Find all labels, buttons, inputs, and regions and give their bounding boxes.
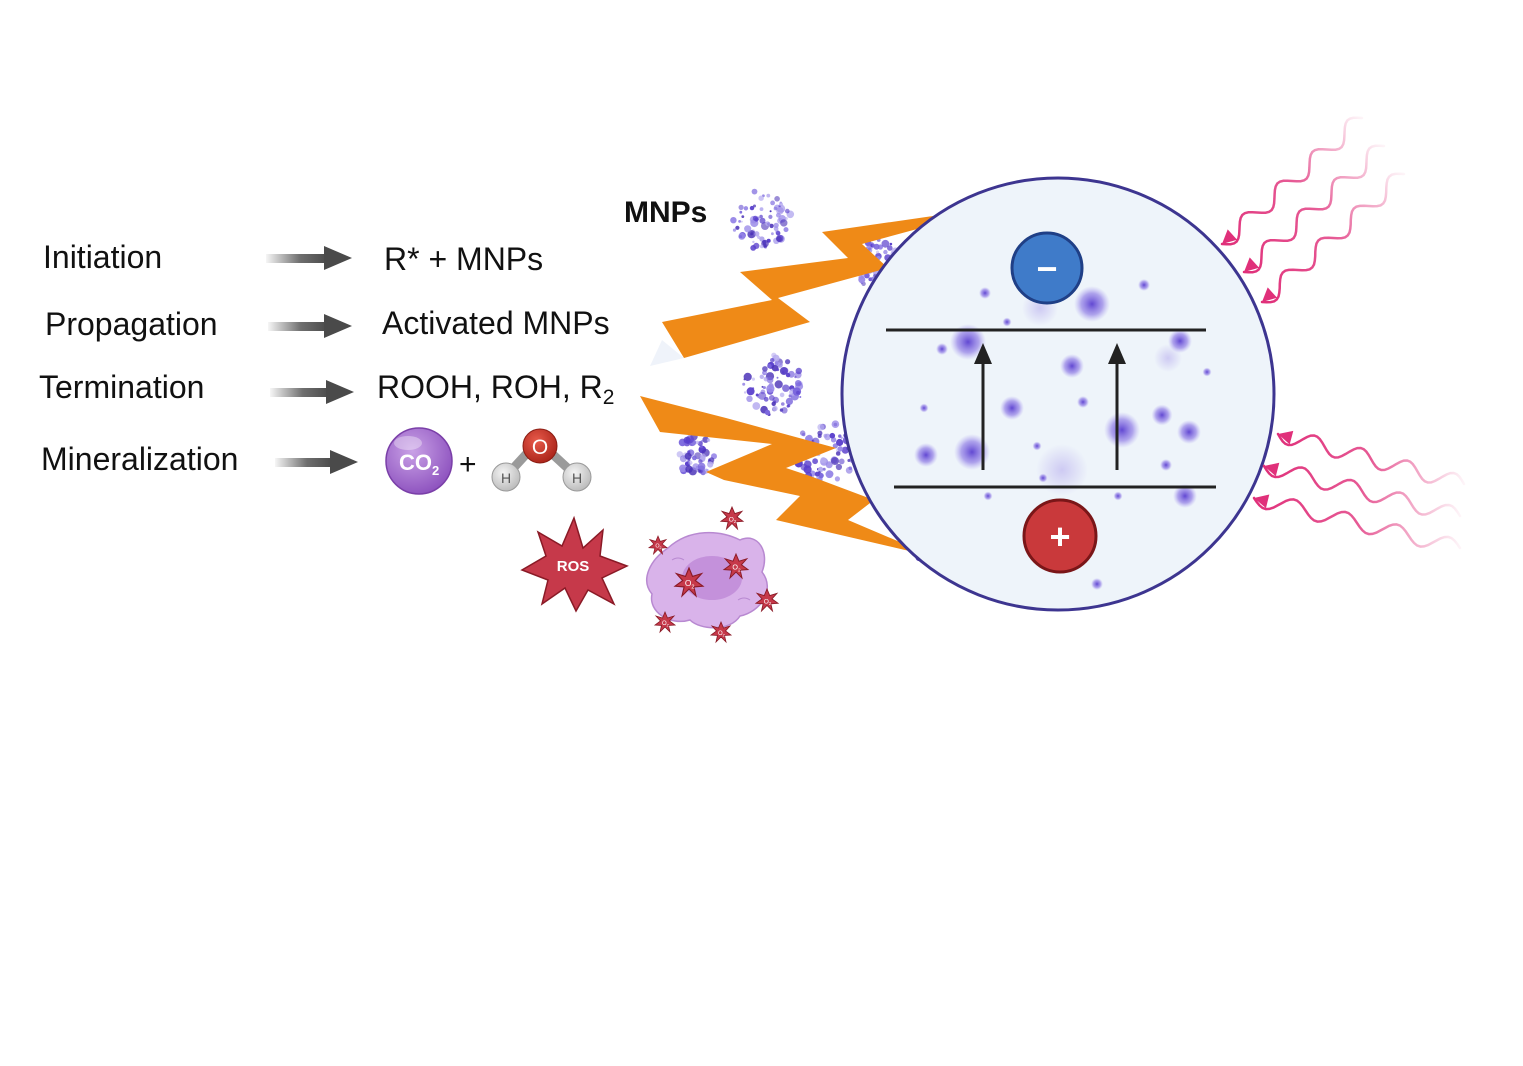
- hole-badge: +: [1022, 498, 1098, 574]
- mnp-cluster: [730, 188, 795, 251]
- step-propagation-label: Propagation: [45, 306, 218, 342]
- step-propagation-product: Activated MNPs: [382, 305, 610, 341]
- water-hydrogen-label-right: H: [572, 470, 582, 486]
- mnp-cluster: [742, 352, 804, 416]
- water-hydrogen-label-left: H: [501, 470, 511, 486]
- step-initiation-label: Initiation: [43, 239, 162, 275]
- light-wave-icon: [1262, 462, 1462, 518]
- o2-radical-icon: O2: [654, 611, 676, 633]
- mnp-cluster: [676, 432, 717, 476]
- ros-label: ROS: [557, 558, 590, 575]
- o2-radical-icon: O2: [674, 567, 704, 597]
- mineralization-plus: +: [459, 448, 477, 481]
- light-wave-icon: [1276, 430, 1466, 486]
- water-oxygen-label: O: [532, 436, 548, 459]
- lightning-bolt-upper: [650, 206, 1002, 366]
- charge-carrier-dots: [914, 279, 1212, 590]
- electron-sign: −: [1036, 248, 1057, 289]
- light-wave-icon: [1220, 116, 1364, 246]
- light-irradiation: [1220, 116, 1466, 550]
- water-molecule: O H H: [491, 428, 592, 492]
- hole-sign: +: [1049, 516, 1070, 557]
- catalyst-particle: − +: [840, 176, 1276, 612]
- o2-text: O2: [655, 544, 661, 550]
- step-termination-product: ROOH, ROH, R2: [377, 369, 614, 409]
- mnps-label: MNPs: [624, 196, 707, 229]
- o2-radical-icon: O2: [648, 535, 668, 555]
- reaction-steps: Initiation R* + MNPs Propagation Activat…: [39, 239, 614, 495]
- excitation-arrow-left: [974, 343, 992, 470]
- o2-radical-icon: O2: [723, 553, 749, 579]
- co2-molecule: CO2: [385, 427, 453, 495]
- o2-text: O2: [732, 563, 741, 574]
- light-wave-icon: [1260, 172, 1406, 304]
- step-mineralization-arrow: [275, 450, 358, 474]
- step-propagation-arrow: [268, 314, 352, 338]
- step-termination-arrow: [270, 380, 354, 404]
- o2-radical-icon: O2: [710, 621, 732, 643]
- step-mineralization-label: Mineralization: [41, 441, 238, 477]
- light-wave-icon: [1242, 144, 1386, 274]
- ros-burst: ROS: [520, 515, 629, 613]
- light-wave-icon: [1252, 494, 1462, 550]
- o2-text: O2: [662, 621, 670, 628]
- o2-text: O2: [718, 631, 726, 638]
- co2-text: CO2: [399, 450, 439, 478]
- lightning-bolt-lower: [640, 396, 935, 557]
- o2-text: O2: [764, 598, 772, 606]
- step-initiation-arrow: [266, 246, 352, 270]
- electron-badge: −: [1010, 231, 1084, 305]
- o2-text: O2: [729, 516, 737, 524]
- step-termination-label: Termination: [39, 369, 204, 405]
- o2-radical-icon: O2: [720, 506, 744, 530]
- o2-text: O2: [685, 578, 695, 590]
- step-initiation-product: R* + MNPs: [384, 241, 543, 277]
- o2-radical-icon: O2: [755, 588, 779, 612]
- excitation-arrow-right: [1108, 343, 1126, 470]
